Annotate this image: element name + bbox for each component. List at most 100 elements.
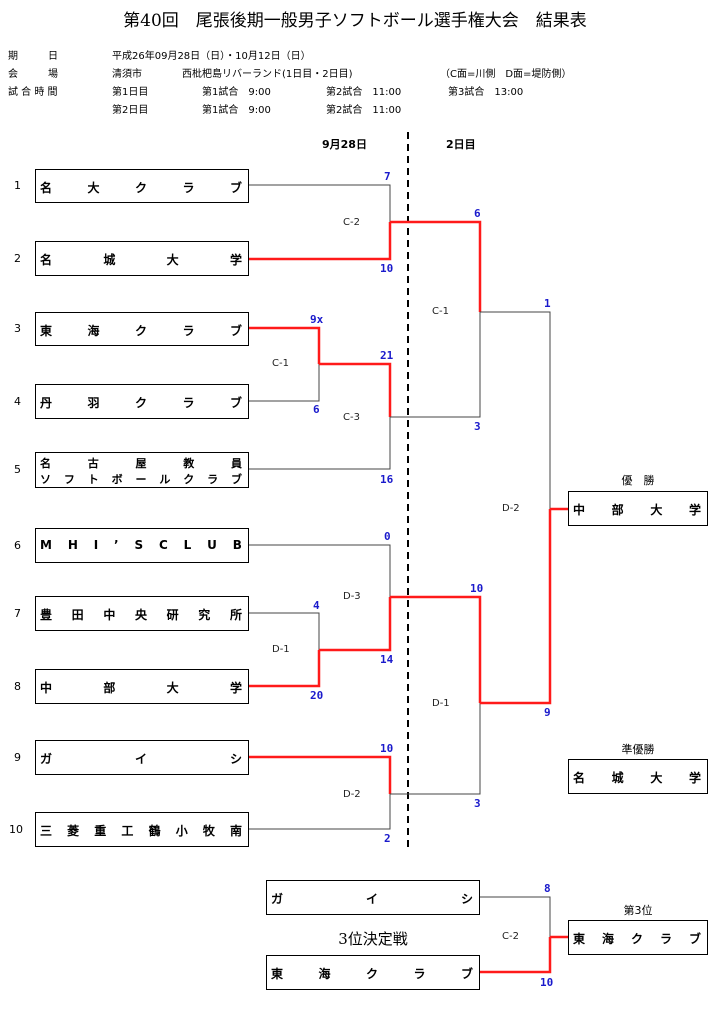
- name-char: H: [67, 538, 78, 552]
- team-name: 三菱重工鶴小牧南: [40, 822, 242, 839]
- name-char: 部: [611, 503, 624, 517]
- score-r0-g2-top: 4: [313, 599, 320, 612]
- line-final-top: [480, 311, 551, 509]
- name-char: 南: [229, 824, 242, 838]
- line-third-top: [480, 896, 551, 937]
- team-name: 豊田中央研究所: [40, 606, 242, 623]
- name-char: B: [232, 538, 242, 552]
- seed-1: 1: [14, 179, 21, 192]
- seed-10: 10: [9, 823, 23, 836]
- team-box: ガイシ: [35, 740, 249, 775]
- time-label: 試 合 時 間: [8, 87, 58, 98]
- score-r1-g2-bot: 16: [380, 473, 394, 486]
- name-char: 海: [318, 967, 331, 981]
- name-char: 央: [134, 608, 147, 622]
- name-char: 学: [688, 503, 701, 517]
- runnerup-box: 名城大学: [568, 759, 708, 794]
- date-label: 期 日: [8, 51, 58, 62]
- date-value: 平成26年09月28日（日）・10月12日（日）: [112, 51, 311, 62]
- name-char: ’: [114, 538, 119, 552]
- score-r0-g1-bot: 6: [313, 403, 320, 416]
- name-char: 中: [103, 608, 116, 622]
- team-name: ガイシ: [271, 890, 473, 907]
- name-char: 海: [87, 324, 100, 338]
- third-playoff-title: 3位決定戦: [338, 930, 408, 948]
- score-r2-g2-bot: 3: [474, 797, 481, 810]
- third-box: 東海クラブ: [568, 920, 708, 955]
- score-r1-g4-top: 10: [380, 742, 394, 755]
- team-box: 豊田中央研究所: [35, 596, 249, 631]
- name-char: 所: [229, 608, 242, 622]
- name-char: シ: [460, 892, 473, 906]
- line-w34-win: [319, 362, 392, 417]
- name-char: 菱: [67, 824, 80, 838]
- name-char: ラ: [182, 181, 195, 195]
- score-r1-g2-top: 21: [380, 349, 394, 362]
- name-char: 城: [611, 771, 624, 785]
- team-name: 丹羽クラブ: [40, 394, 242, 411]
- line-r2-d1-bot: [390, 703, 481, 795]
- name-char: 究: [198, 608, 211, 622]
- line-r2-c1-top-win: [390, 220, 482, 312]
- team-name: 名城大学: [40, 251, 242, 268]
- score-final-bot: 9: [544, 706, 551, 719]
- seed-3: 3: [14, 322, 21, 335]
- seed-5: 5: [14, 463, 21, 476]
- venue-label: 会 場: [8, 69, 58, 80]
- team-name: 名古屋教員: [40, 455, 242, 471]
- team-box: 東海クラブ: [35, 312, 249, 346]
- day1-game2: 第2試合 11:00: [326, 87, 402, 98]
- name-char: 名: [40, 253, 53, 267]
- line-team3-win: [249, 326, 321, 364]
- name-char: シ: [229, 752, 242, 766]
- line-team8-win: [249, 650, 321, 688]
- day2-game2: 第2試合 11:00: [326, 105, 402, 116]
- name-char: 田: [71, 608, 84, 622]
- name-char: ー: [135, 473, 147, 486]
- name-char: M: [40, 538, 52, 552]
- team-name: 中部大学: [40, 679, 242, 696]
- team-box: 中部大学: [35, 669, 249, 704]
- name-char: 学: [229, 681, 242, 695]
- team-box: 名古屋教員 ソフトボールクラブ: [35, 452, 249, 488]
- name-char: ソ: [40, 473, 51, 486]
- name-char: ク: [183, 473, 195, 486]
- name-char: ブ: [229, 324, 242, 338]
- team-box: 名城大学: [35, 241, 249, 276]
- name-char: 羽: [87, 396, 100, 410]
- venue-place: 西枇杷島リバーランド(1日目・2日目): [182, 69, 353, 80]
- line-team7: [249, 612, 320, 650]
- name-char: ガ: [271, 892, 284, 906]
- line-w78-win: [319, 597, 392, 652]
- name-char: 部: [103, 681, 116, 695]
- name-char: 鶴: [148, 824, 161, 838]
- seed-2: 2: [14, 252, 21, 265]
- court-c1b: C-1: [432, 306, 449, 317]
- score-r1-g3-top: 0: [384, 530, 391, 543]
- score-r1-g4-bot: 2: [384, 832, 391, 845]
- name-char: 学: [688, 771, 701, 785]
- day1-game1: 第1試合 9:00: [202, 87, 271, 98]
- name-char: 名: [40, 181, 53, 195]
- name-char: 大: [166, 253, 179, 267]
- name-char: L: [183, 538, 192, 552]
- champion-label: 優 勝: [621, 474, 655, 487]
- line-r2-c1-bot: [390, 312, 481, 418]
- name-char: 東: [573, 932, 586, 946]
- name-char: フ: [63, 473, 75, 486]
- seed-9: 9: [14, 751, 21, 764]
- name-char: イ: [134, 752, 147, 766]
- name-char: ク: [134, 324, 147, 338]
- champion-box: 中部大学: [568, 491, 708, 526]
- runnerup-name: 名城大学: [573, 769, 701, 786]
- name-char: 教: [183, 457, 195, 470]
- court-c2b: C-2: [502, 931, 519, 942]
- name-char: 学: [229, 253, 242, 267]
- name-char: 員: [231, 457, 242, 470]
- day1-header: 9月28日: [322, 138, 367, 151]
- court-d1a: D-1: [272, 644, 290, 655]
- team-box: 名大クラブ: [35, 169, 249, 203]
- name-char: 大: [87, 181, 100, 195]
